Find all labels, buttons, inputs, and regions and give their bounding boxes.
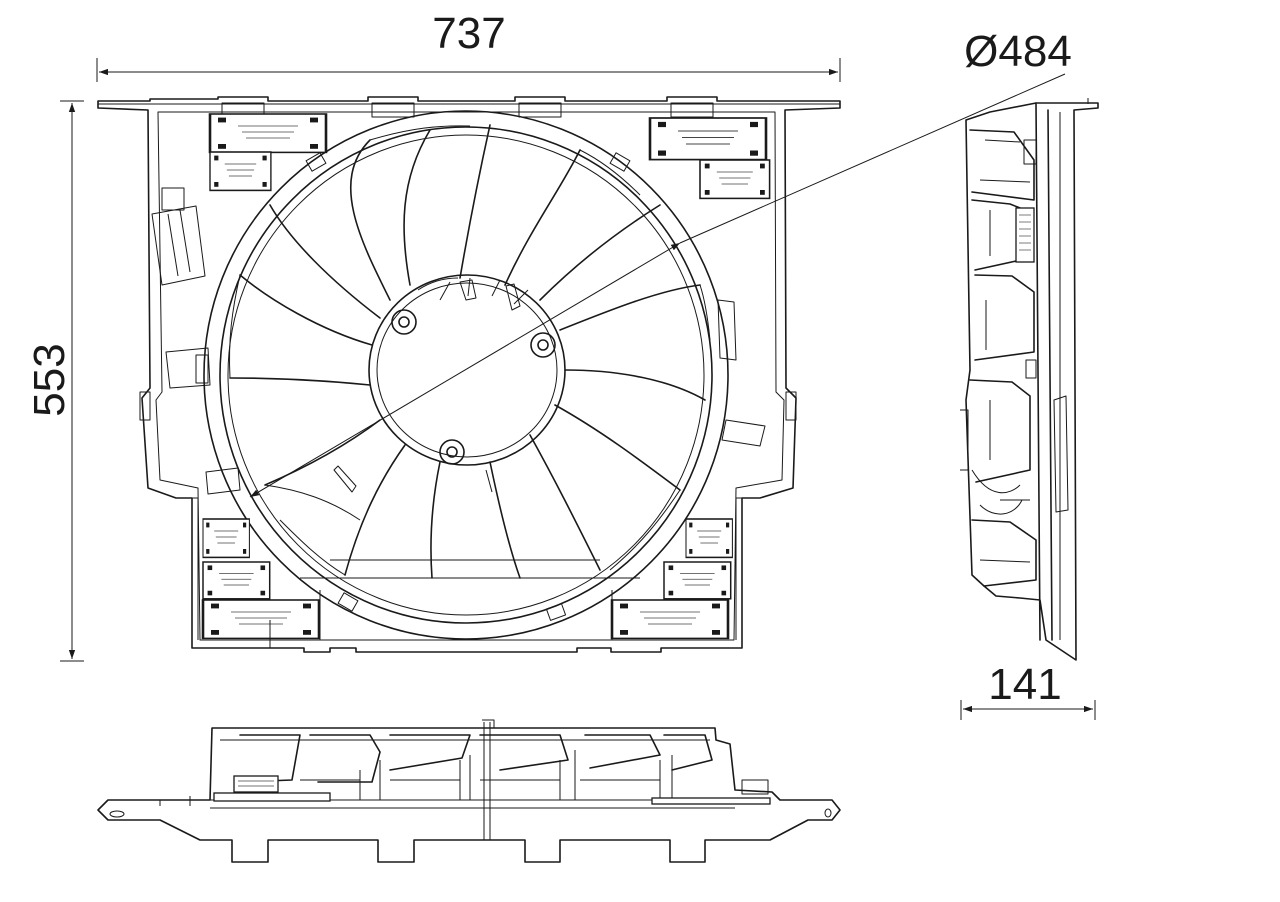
diameter-dimension: Ø484 — [249, 27, 1072, 498]
bottom-blade-sections — [239, 734, 713, 783]
hub-mounting-bosses — [391, 309, 556, 465]
fan-blades — [229, 124, 706, 579]
side-view — [960, 98, 1099, 661]
bottom-view — [97, 719, 841, 863]
side-blade-profiles — [969, 129, 1037, 587]
depth-dimension: 141 — [960, 660, 1096, 720]
bottom-connectors — [213, 775, 771, 805]
height-dimension-label: 553 — [25, 343, 74, 416]
side-connector — [1015, 139, 1037, 379]
fan-hub — [368, 274, 566, 466]
fan-ring-inner — [219, 126, 713, 624]
fan-ring-outer — [203, 110, 729, 640]
depth-dimension-label: 141 — [988, 660, 1061, 709]
bottom-view-outline — [97, 727, 841, 863]
height-dimension: 553 — [25, 100, 84, 662]
width-dimension: 737 — [96, 9, 841, 82]
width-dimension-label: 737 — [432, 9, 505, 58]
shroud-outline — [97, 96, 841, 653]
side-view-outline — [965, 102, 1099, 661]
diameter-dimension-label: Ø484 — [964, 27, 1072, 76]
front-view — [97, 96, 841, 653]
